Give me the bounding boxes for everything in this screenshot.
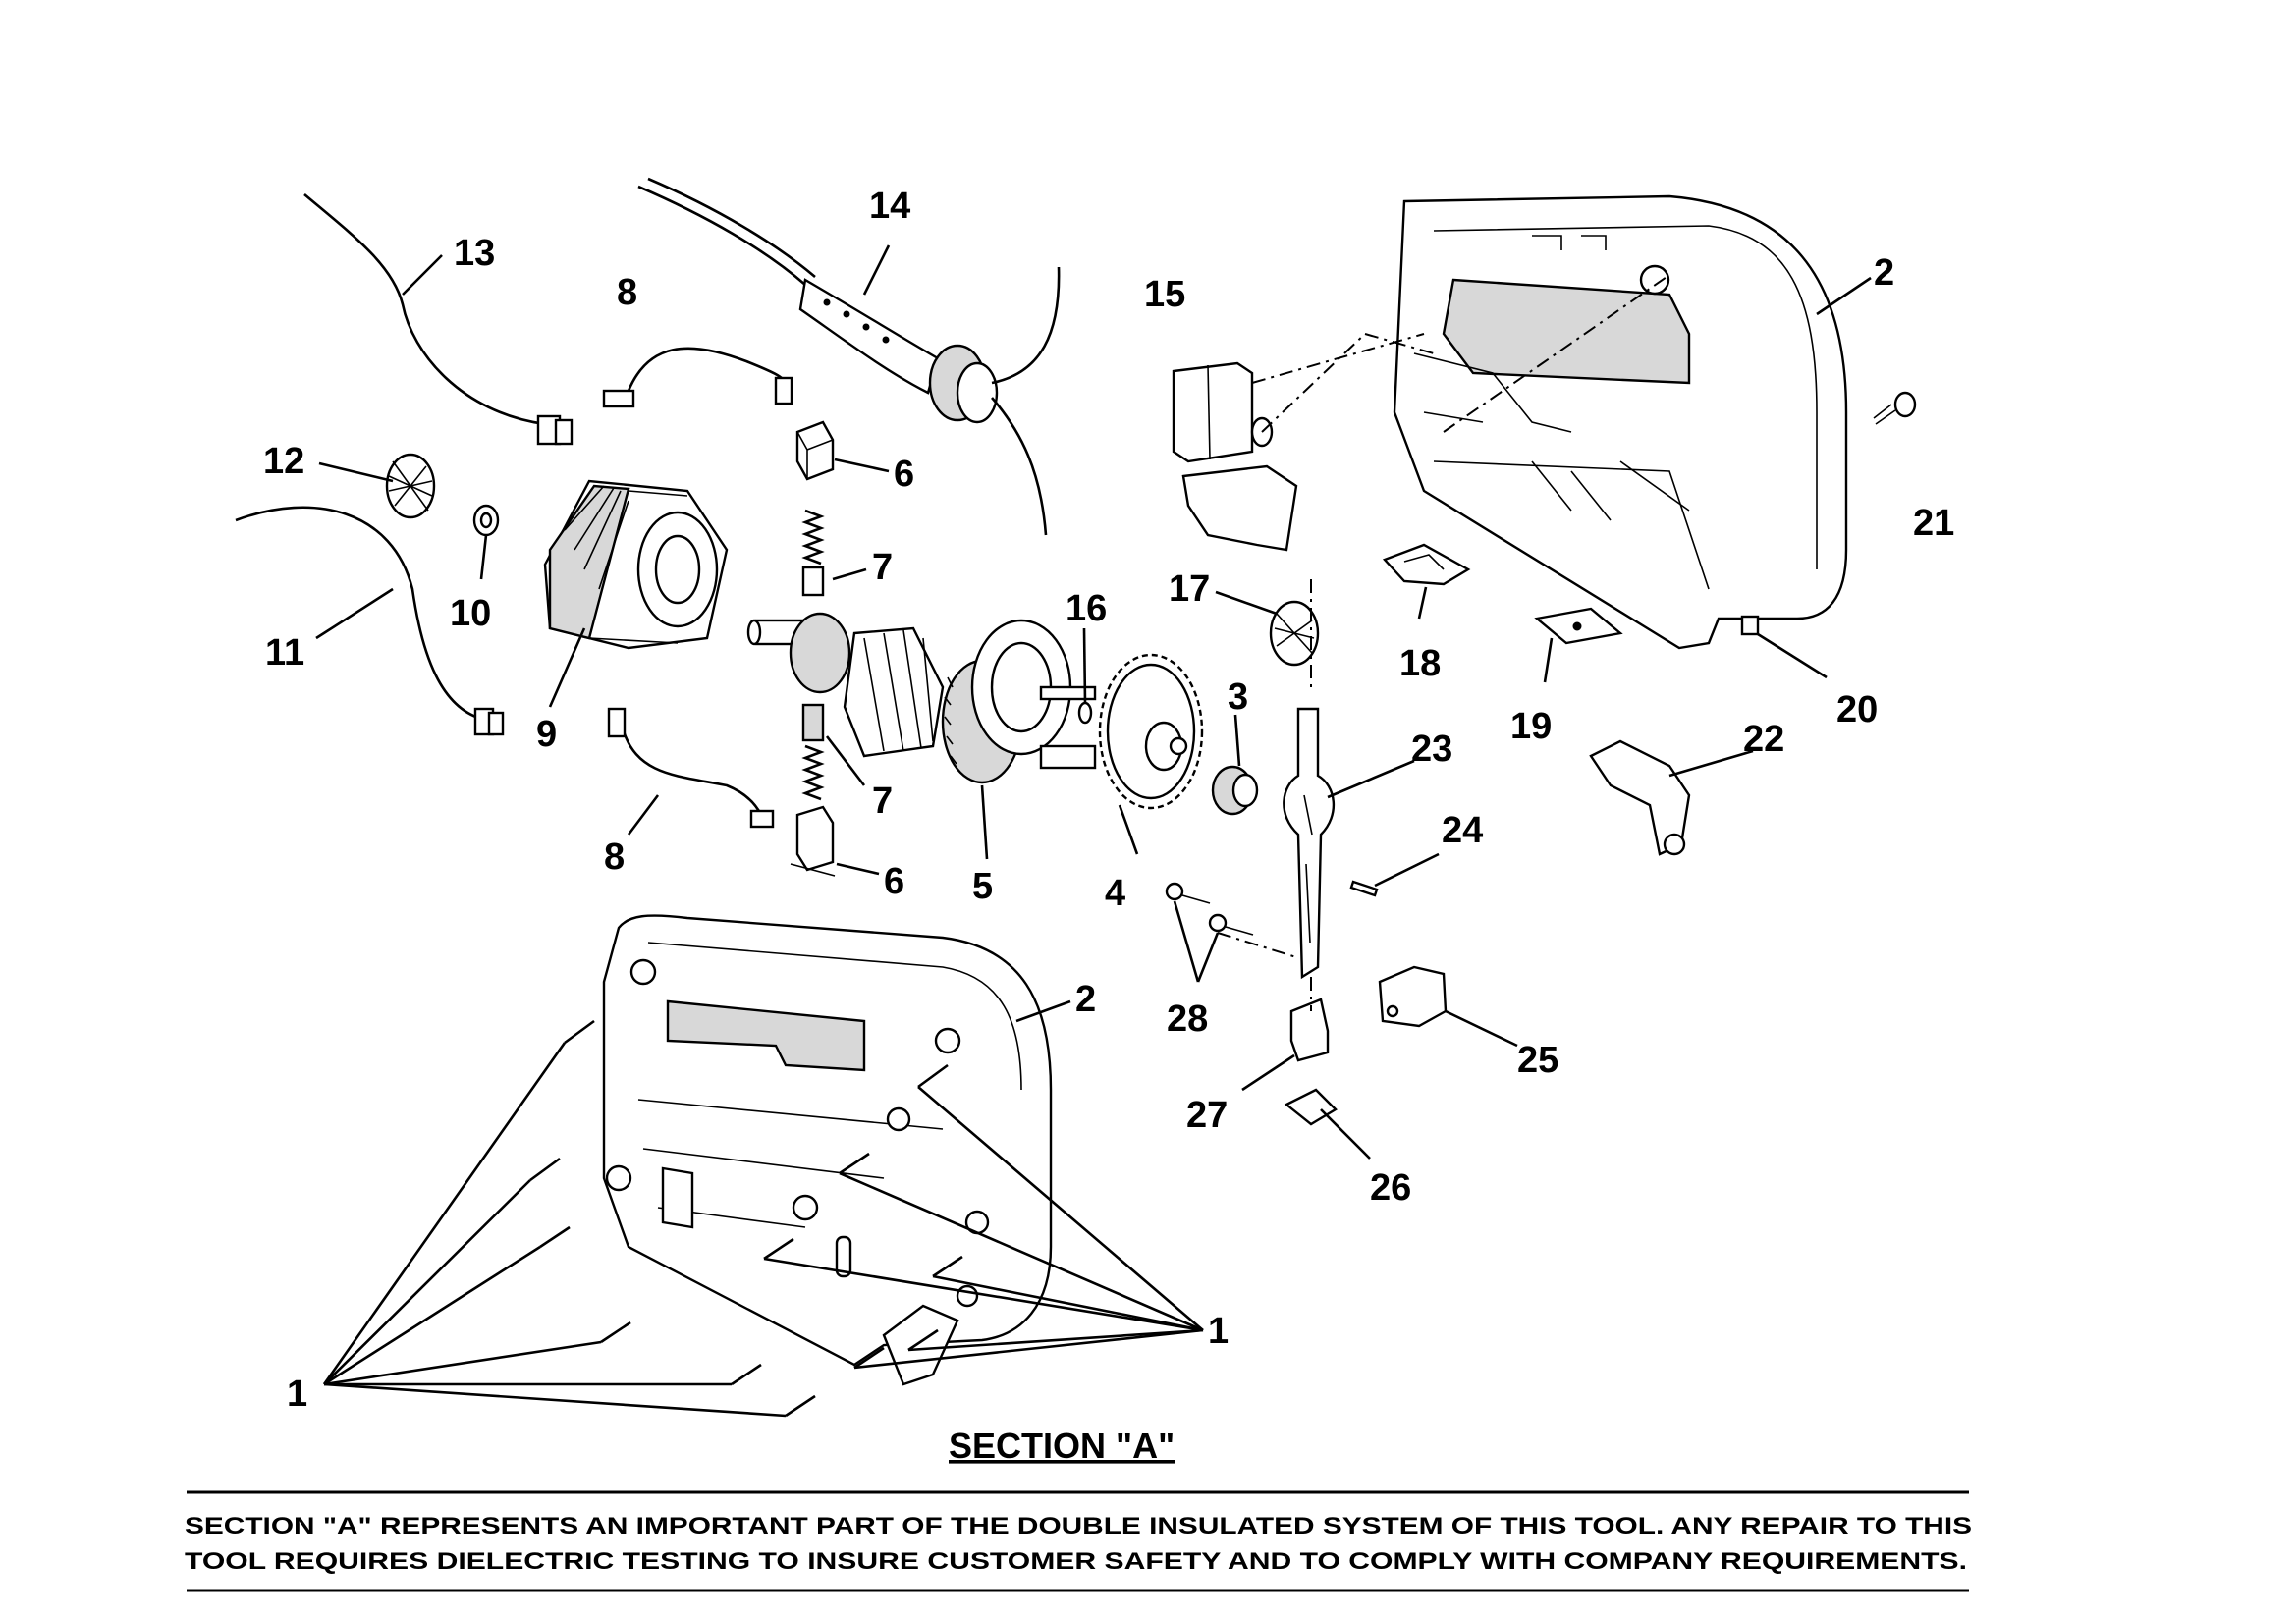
callout-10: 10 (450, 593, 491, 634)
part-24-pin (1349, 880, 1379, 897)
callout-9: 9 (536, 714, 557, 755)
callout-2: 2 (1075, 979, 1096, 1020)
part-19-plate (1534, 607, 1623, 645)
callout-18: 18 (1399, 643, 1441, 684)
callout-4: 4 (1105, 873, 1125, 914)
part-28-screws (1165, 882, 1254, 936)
part-11-lead-wire (235, 506, 505, 736)
part-17-gear (1269, 600, 1320, 667)
callout-7: 7 (872, 547, 893, 588)
callout-21: 21 (1913, 503, 1954, 544)
part-10-bearing (472, 504, 500, 537)
part-14-power-cord (637, 177, 1061, 536)
callout-8: 8 (617, 272, 637, 313)
part-6-brush-holder-lower (790, 805, 836, 877)
callout-labels: 1 1 2 2 3 4 5 6 6 7 7 8 8 9 10 11 12 13 … (263, 186, 1954, 1415)
callout-25: 25 (1517, 1040, 1558, 1081)
callout-22: 22 (1743, 719, 1784, 760)
callout-19: 19 (1510, 706, 1552, 747)
part-23-plunger (1283, 707, 1336, 980)
part-25-cover (1378, 965, 1448, 1028)
callout-5: 5 (972, 866, 993, 907)
callout-7: 7 (872, 781, 893, 822)
part-22-clamp (1589, 739, 1691, 856)
callout-24: 24 (1442, 810, 1483, 851)
part-4-large-gear (1098, 653, 1204, 810)
callout-12: 12 (263, 441, 304, 482)
armature (746, 612, 945, 758)
part-7-brush-lower (801, 703, 825, 801)
safety-note-line-1: SECTION "A" REPRESENTS AN IMPORTANT PART… (185, 1513, 1972, 1539)
part-15-switch (1172, 361, 1298, 552)
part-18-switch-button (1382, 543, 1471, 586)
part-2-housing-left (602, 914, 1053, 1386)
callout-1: 1 (1208, 1311, 1229, 1352)
safety-note-line-2: TOOL REQUIRES DIELECTRIC TESTING TO INSU… (185, 1548, 1967, 1575)
callout-27: 27 (1186, 1095, 1228, 1136)
part-3-bushing (1211, 765, 1259, 816)
callout-28: 28 (1167, 998, 1208, 1040)
callout-6: 6 (894, 454, 914, 495)
part-1-screws (529, 1019, 963, 1418)
leader-lines (315, 244, 1872, 1418)
part-8-lead-wire-upper (602, 347, 793, 408)
callout-8: 8 (604, 836, 625, 878)
callout-3: 3 (1228, 676, 1248, 718)
part-27-blade-holder (1289, 998, 1330, 1062)
callout-14: 14 (869, 186, 910, 227)
callout-23: 23 (1411, 728, 1452, 770)
callout-15: 15 (1144, 274, 1185, 315)
part-13-cord-lead (303, 193, 574, 446)
part-7-brush-upper (801, 509, 825, 597)
callout-11: 11 (265, 632, 304, 674)
part-12-fan (385, 453, 436, 519)
section-title: SECTION "A" (949, 1426, 1175, 1466)
part-8-lead-wire-lower (607, 707, 775, 829)
callout-20: 20 (1836, 689, 1878, 730)
part-5-gear (941, 619, 1097, 784)
callout-17: 17 (1169, 568, 1210, 610)
callout-26: 26 (1370, 1167, 1411, 1209)
part-20-block (1740, 615, 1760, 636)
callout-2: 2 (1874, 252, 1894, 294)
part-2-housing-right (1393, 194, 1848, 650)
part-6-brush-holder-upper (795, 420, 835, 481)
callout-13: 13 (454, 233, 495, 274)
callout-16: 16 (1066, 588, 1107, 629)
part-16-retaining-ring (1077, 701, 1093, 725)
part-26-blade-clamp (1284, 1088, 1338, 1126)
part-21-screw (1873, 391, 1917, 425)
callout-6: 6 (884, 861, 904, 902)
callout-1: 1 (287, 1374, 307, 1415)
part-9-field (543, 479, 729, 650)
